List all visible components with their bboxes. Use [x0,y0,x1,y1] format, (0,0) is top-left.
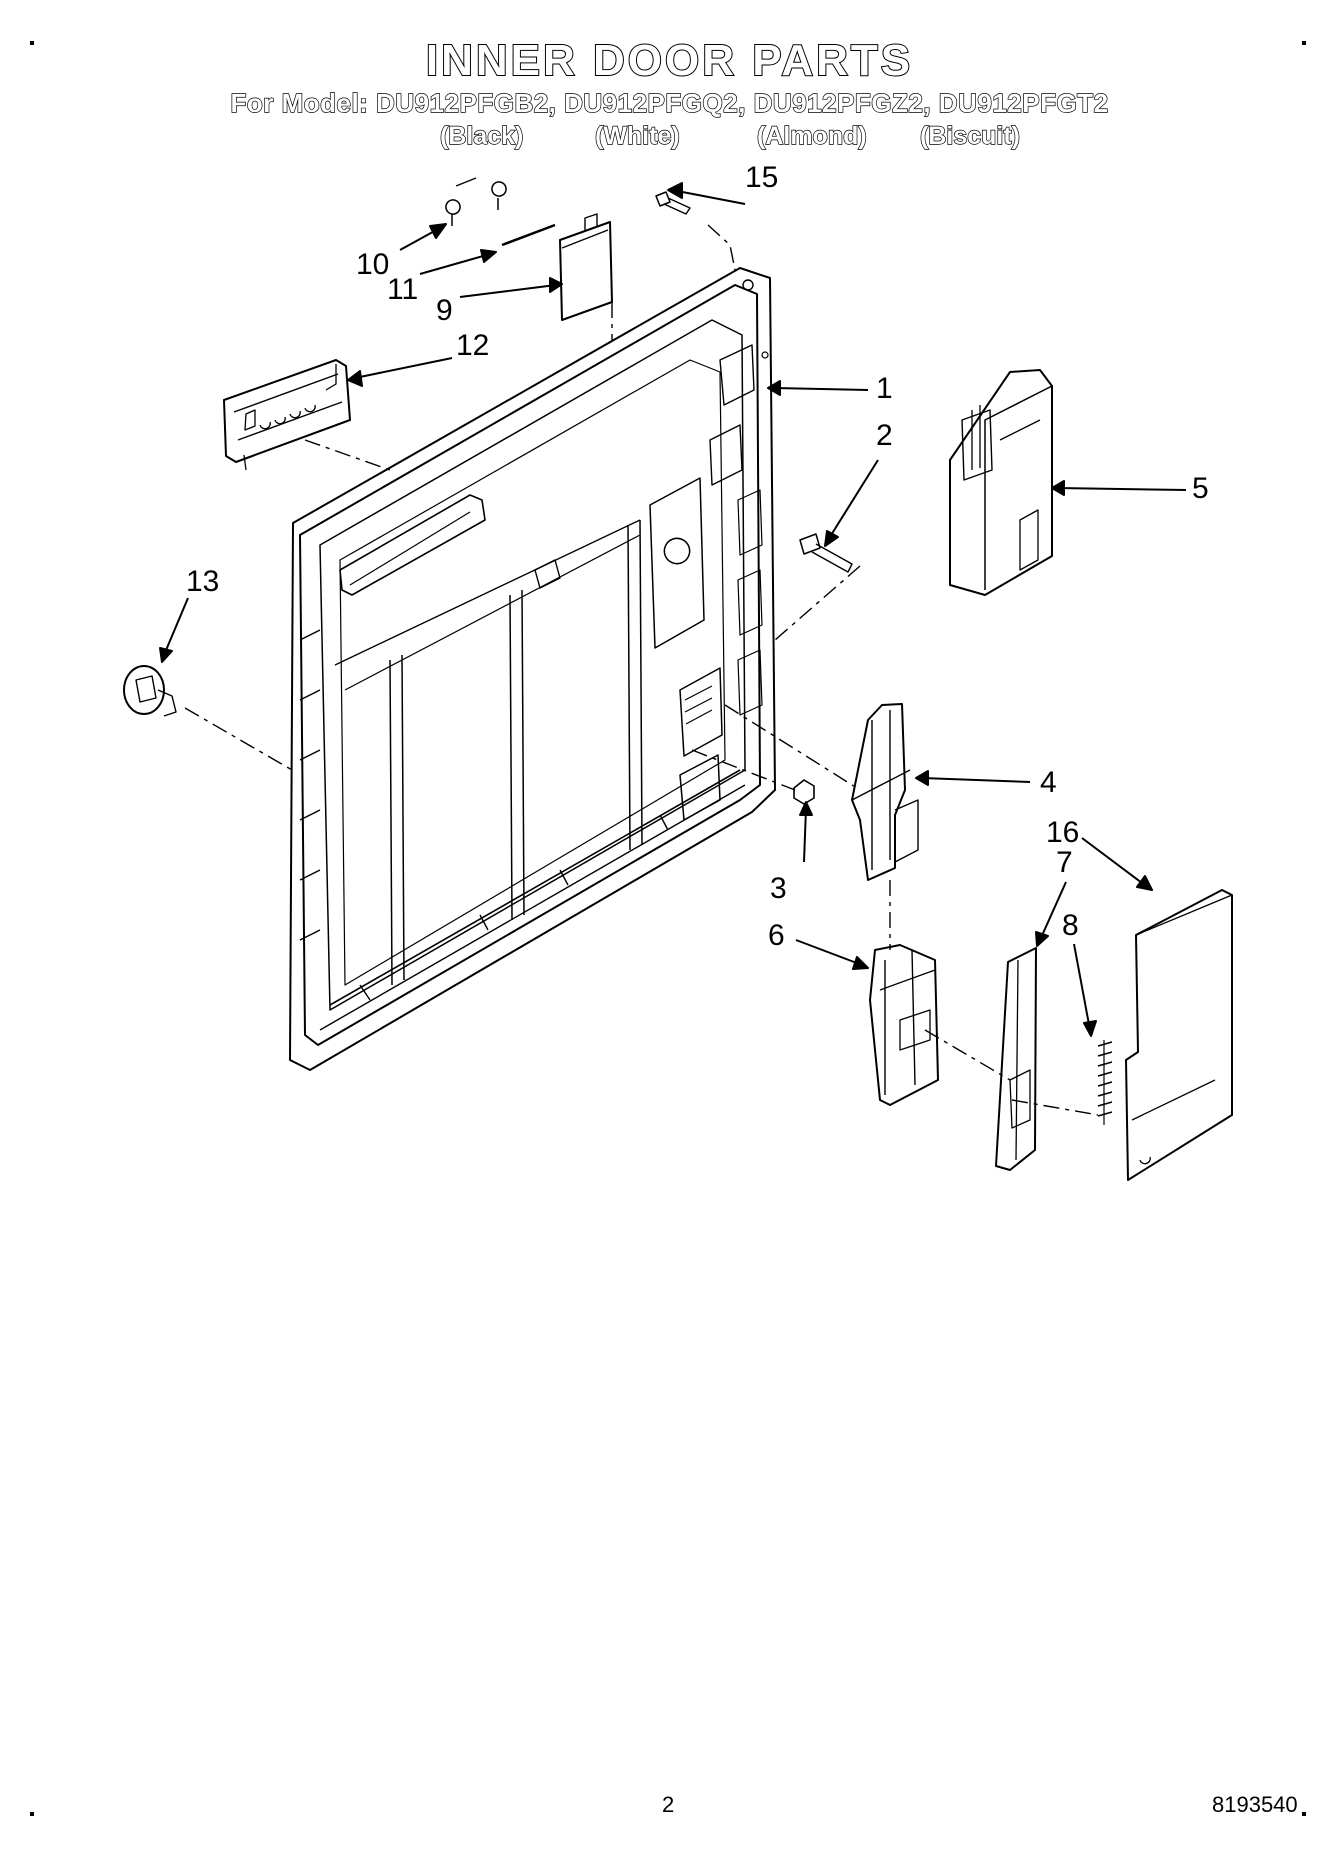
inner-door-panel [289,267,776,1071]
corner-mark [30,41,34,45]
panel-cover-part [1125,889,1233,1181]
corner-mark [1302,41,1306,45]
vent-bracket-part [223,359,351,471]
callout-6: 6 [768,919,785,952]
spring-part [1097,1040,1113,1125]
callout-15: 15 [745,161,778,194]
latch-screw-part [799,533,853,573]
callout-1: 1 [876,372,893,405]
corner-mark [1302,1812,1306,1816]
callout-4: 4 [1040,766,1057,799]
nut-part [793,779,815,805]
page-number: 2 [662,1792,675,1817]
color-label-white: (White) [594,121,680,150]
color-label-almond: (Almond) [756,121,867,150]
model-list: For Model: DU912PFGB2, DU912PFGQ2, DU912… [230,87,1109,118]
callout-7: 7 [1056,846,1073,879]
leader-arrows [159,182,1187,1037]
assembly-lines [184,224,1099,1116]
callout-2: 2 [876,419,893,452]
page-title: INNER DOOR PARTS [425,35,914,86]
slide-part [995,947,1037,1171]
callout-10: 10 [356,248,389,281]
clip-parts [445,177,507,226]
callout-3: 3 [770,872,787,905]
color-label-black: (Black) [439,121,524,150]
callout-13: 13 [186,565,219,598]
catch-part [869,944,939,1106]
callout-11: 11 [387,273,418,306]
cover-part [559,213,613,321]
screw-part [655,191,691,215]
callout-12: 12 [456,329,489,362]
latch-housing-part [949,369,1053,596]
corner-mark [30,1812,34,1816]
color-label-biscuit: (Biscuit) [919,121,1020,150]
callout-5: 5 [1192,472,1209,505]
bumper-part [123,665,177,717]
latch-part [851,703,919,881]
callout-9: 9 [436,294,453,327]
document-number: 8193540 [1212,1792,1298,1817]
callout-8: 8 [1062,909,1079,942]
pin-part [501,223,556,247]
callout-16: 16 [1046,816,1079,849]
